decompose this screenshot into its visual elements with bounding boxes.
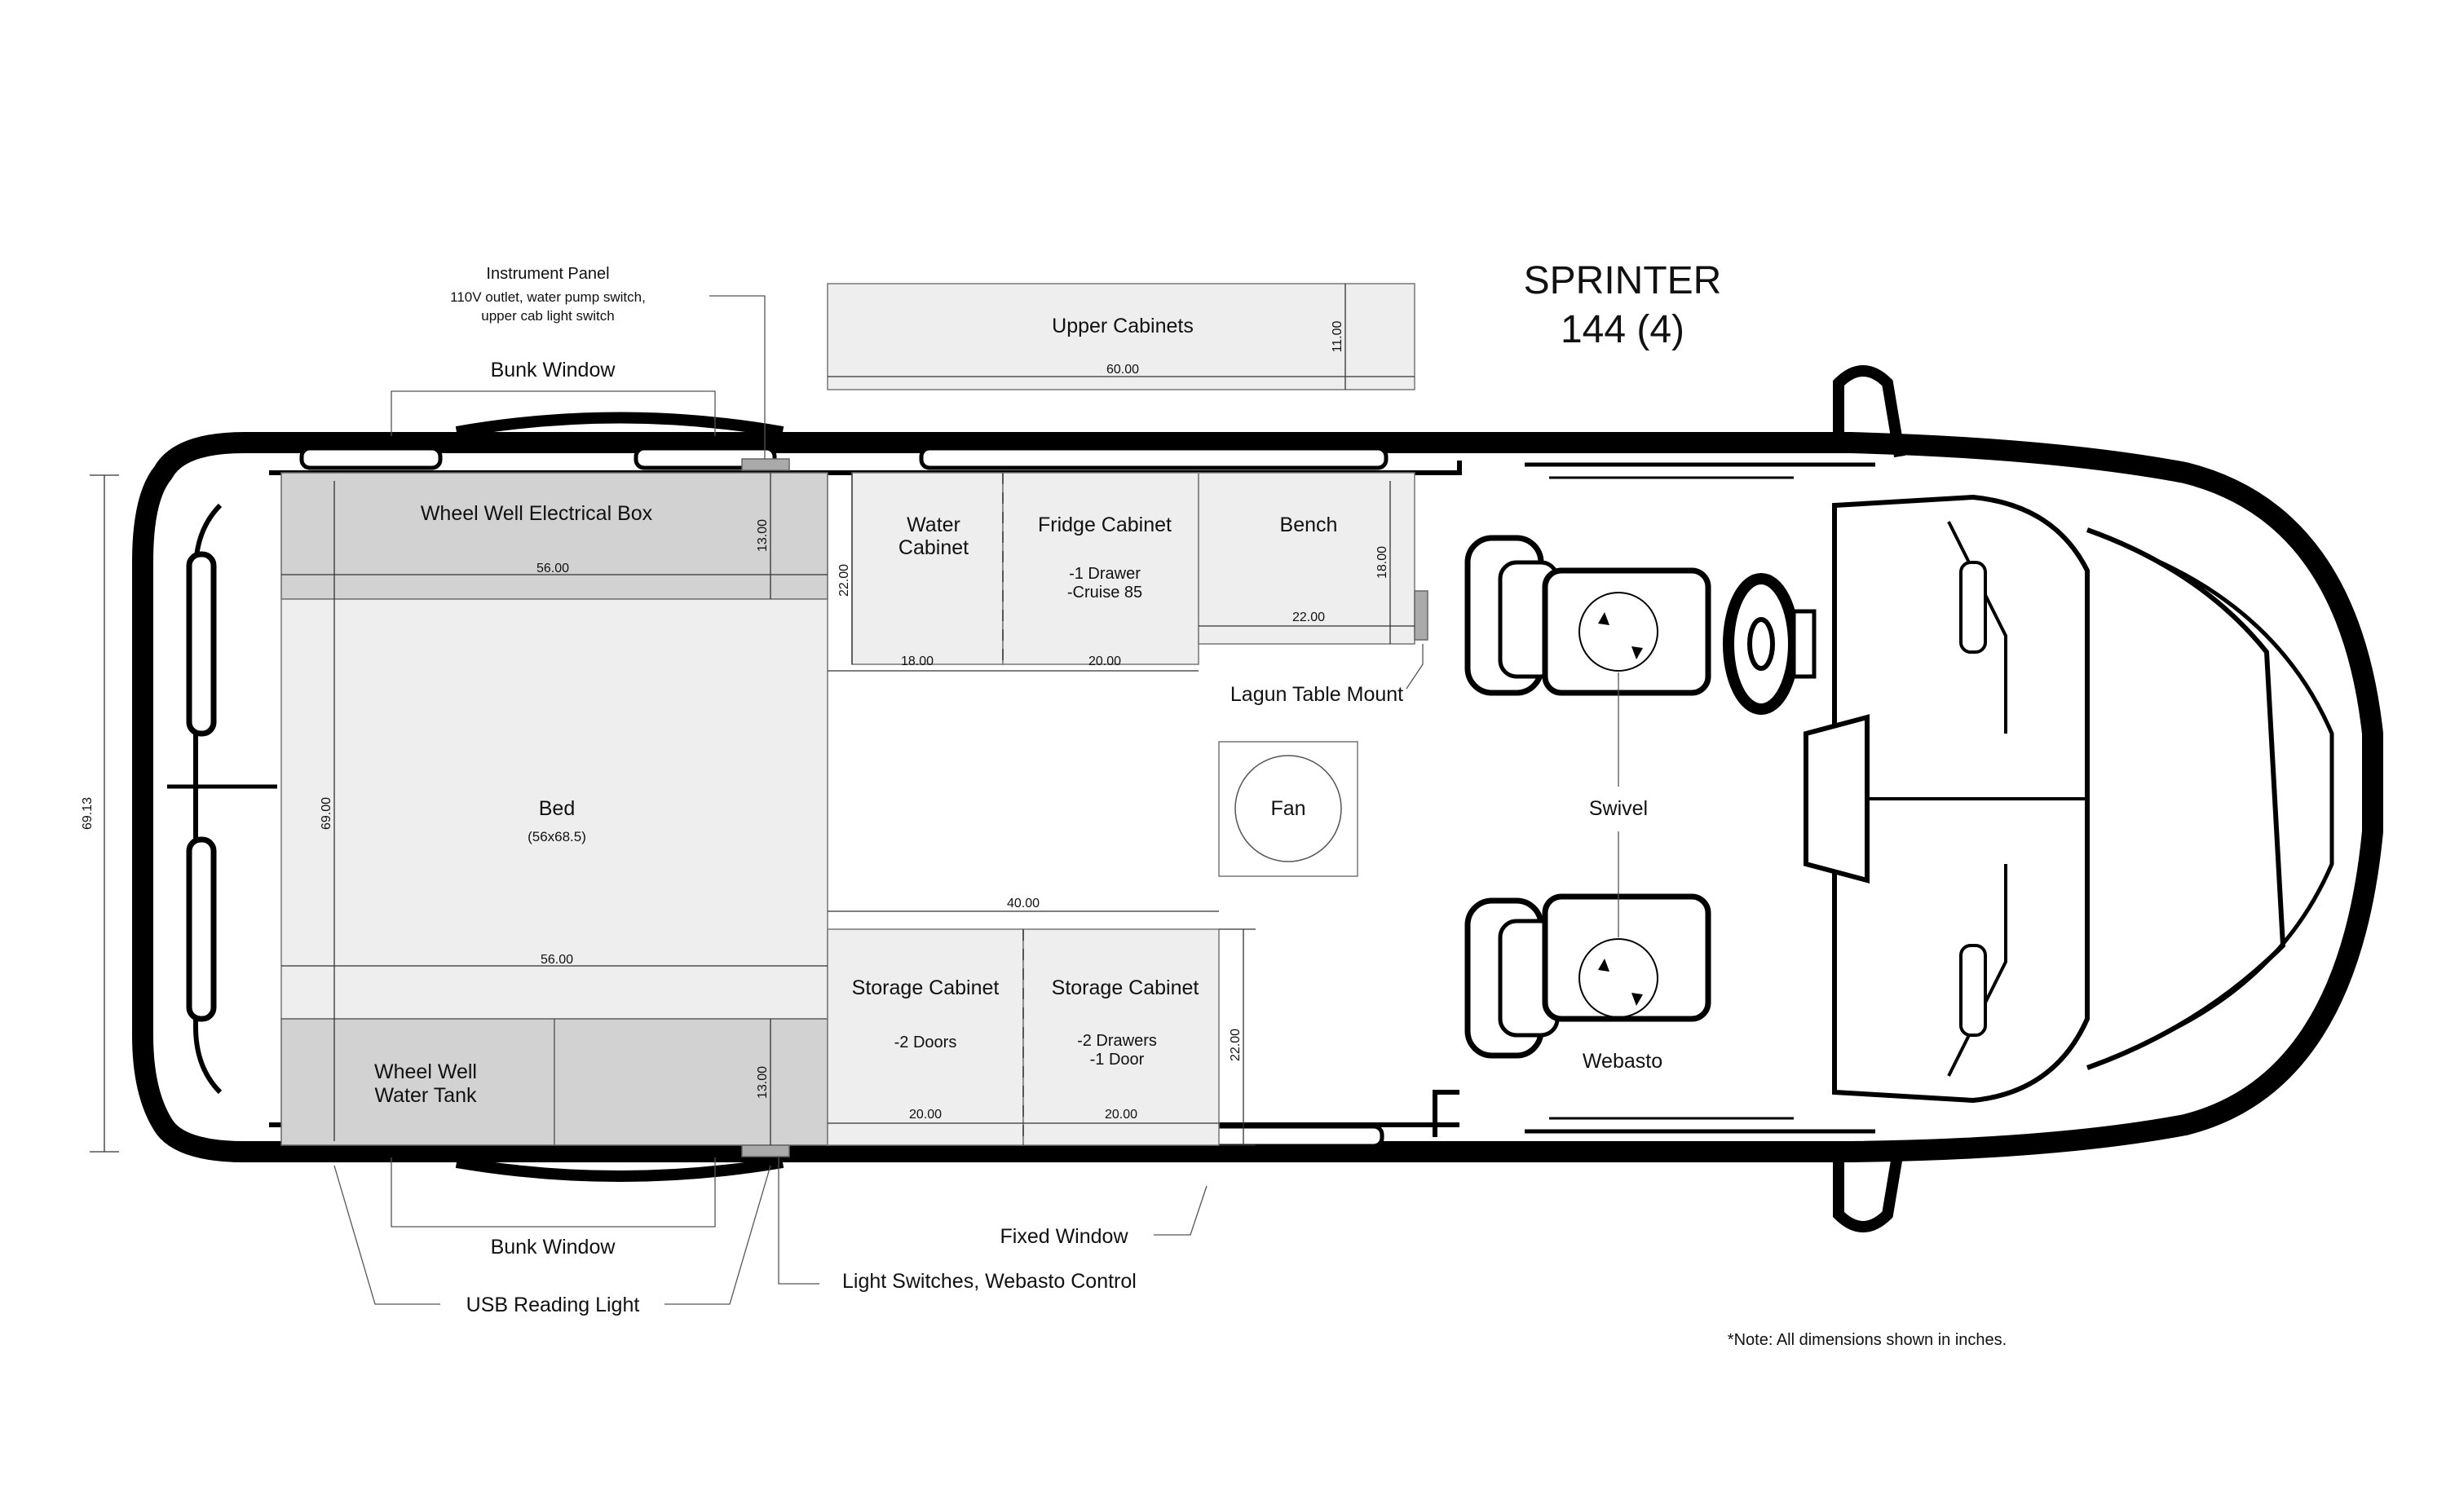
storage-right-width: 20.00 [1105, 1108, 1137, 1122]
lagun-table-mount [1414, 590, 1428, 641]
wheel-well-electrical-box [280, 472, 828, 600]
window-top-3 [919, 446, 1389, 470]
upper-cabinets [827, 283, 1415, 390]
wheel-well-tank-right [554, 1018, 828, 1146]
center-console [1804, 714, 1870, 884]
fridge-detail-2: -Cruise 85 [1067, 584, 1142, 602]
water-tank-depth: 13.00 [756, 1066, 770, 1099]
steering-wheel [1723, 573, 1817, 715]
leader-lines [333, 295, 1424, 1305]
water-cabinet-label-2: Cabinet [898, 536, 969, 559]
water-cabinet [851, 472, 1004, 665]
bed-width: 56.00 [541, 953, 573, 967]
bed-size: (56x68.5) [528, 829, 586, 844]
electrical-box-width: 56.00 [536, 562, 569, 575]
window-top-2 [634, 446, 777, 470]
window-top-1 [299, 446, 443, 470]
bed-length: 69.00 [320, 797, 333, 830]
fan-label: Fan [1270, 797, 1305, 820]
light-switches-label: Light Switches, Webasto Control [842, 1270, 1137, 1293]
storage-span: 40.00 [1007, 897, 1040, 910]
mirror-top [1833, 365, 1905, 458]
upper-cabinets-label: Upper Cabinets [1052, 315, 1194, 337]
bench-label: Bench [1280, 514, 1338, 536]
storage-cabinet-left [827, 928, 1024, 1146]
overall-width: 69.13 [81, 797, 95, 830]
water-cabinet-depth: 22.00 [837, 564, 851, 597]
tail-light-lower [186, 836, 217, 1022]
storage-cabinet-right-detail-1: -2 Drawers [1077, 1032, 1157, 1050]
instrument-panel-detail-2: upper cab light switch [481, 308, 614, 324]
light-switch-plate [741, 1144, 790, 1157]
water-cabinet-label-1: Water [907, 514, 960, 536]
fan-circle [1234, 755, 1342, 862]
fridge-cabinet-width: 20.00 [1088, 655, 1121, 668]
wheel-well-water-tank [280, 1018, 555, 1146]
swivel-label: Swivel [1589, 797, 1648, 820]
zones [280, 283, 1428, 1157]
fridge-cabinet-label: Fridge Cabinet [1038, 514, 1172, 536]
title-line-1: SPRINTER [1524, 259, 1722, 302]
storage-cabinet-left-label: Storage Cabinet [852, 976, 1000, 999]
instrument-panel-plate [741, 458, 790, 471]
storage-cabinet-right-label: Storage Cabinet [1052, 976, 1199, 999]
dimension-lines [90, 284, 1415, 1153]
water-cabinet-width: 18.00 [901, 655, 934, 668]
fridge-detail-1: -1 Drawer [1069, 565, 1141, 583]
bed-label: Bed [539, 797, 575, 820]
fixed-window-label: Fixed Window [1000, 1225, 1129, 1248]
water-tank-label-2: Water Tank [374, 1084, 477, 1107]
bunk-window-top-label: Bunk Window [491, 359, 616, 381]
storage-depth: 22.00 [1229, 1029, 1243, 1061]
storage-cabinet-left-detail: -2 Doors [894, 1034, 957, 1051]
passenger-seat [1464, 893, 1711, 1059]
electrical-box-label: Wheel Well Electrical Box [421, 502, 653, 525]
bench [1198, 472, 1415, 645]
title-line-2: 144 (4) [1561, 308, 1684, 351]
storage-cabinet-right [1022, 928, 1220, 1146]
bed [280, 598, 828, 1020]
bunk-window-bottom-label: Bunk Window [491, 1236, 616, 1259]
labels: SPRINTER 144 (4) Instrument Panel 110V o… [81, 259, 2007, 1349]
driver-seat [1464, 535, 1711, 696]
bench-width: 22.00 [1292, 611, 1325, 624]
usb-reading-light-label: USB Reading Light [466, 1294, 640, 1316]
mirror-bottom [1833, 1140, 1905, 1232]
storage-left-width: 20.00 [909, 1108, 942, 1122]
instrument-panel-detail-1: 110V outlet, water pump switch, [450, 289, 646, 305]
upper-cabinets-depth: 11.00 [1331, 320, 1344, 352]
water-tank-label-1: Wheel Well [374, 1060, 477, 1083]
lagun-table-mount-label: Lagun Table Mount [1230, 683, 1403, 706]
webasto-label: Webasto [1583, 1050, 1662, 1073]
instrument-panel-label: Instrument Panel [486, 265, 609, 283]
fridge-cabinet [1002, 472, 1199, 665]
electrical-box-depth: 13.00 [756, 519, 770, 552]
upper-cabinets-width: 60.00 [1106, 363, 1139, 377]
bench-depth: 18.00 [1375, 546, 1389, 579]
tail-light-upper [186, 551, 217, 737]
dimensions-note: *Note: All dimensions shown in inches. [1728, 1331, 2007, 1349]
storage-cabinet-right-detail-2: -1 Door [1090, 1051, 1145, 1069]
